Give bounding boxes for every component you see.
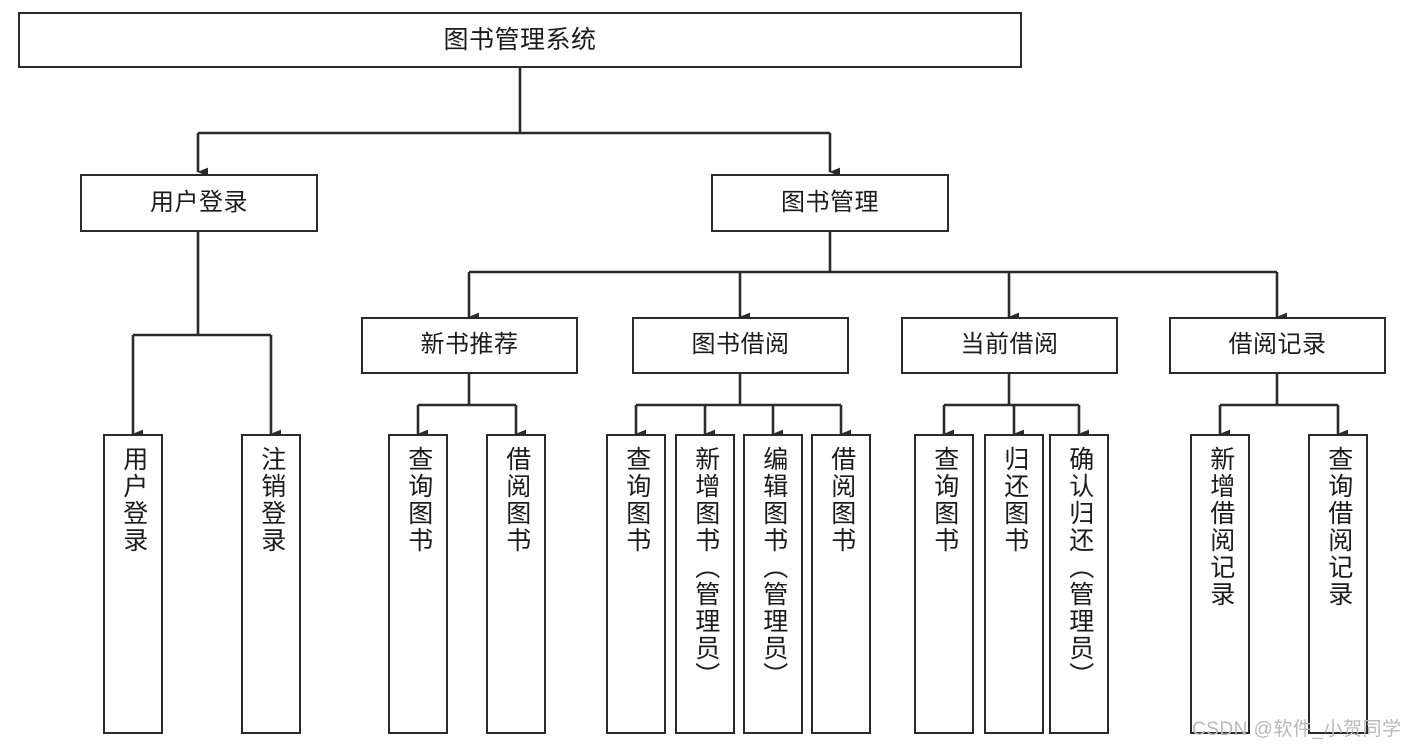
node-label: 新增借阅记录: [1206, 446, 1235, 608]
leaf-current-borrow-confirm-admin[interactable]: 确认归还（管理员）: [1049, 434, 1109, 734]
node-current-borrow[interactable]: 当前借阅: [901, 317, 1118, 374]
leaf-new-book-query[interactable]: 查询图书: [388, 434, 448, 734]
leaf-book-borrow-add-admin[interactable]: 新增图书（管理员）: [675, 434, 735, 734]
node-borrow-record[interactable]: 借阅记录: [1169, 317, 1386, 374]
node-label: 借阅图书: [502, 446, 531, 554]
leaf-borrow-record-add[interactable]: 新增借阅记录: [1190, 434, 1250, 734]
node-label: 查询图书: [404, 446, 433, 554]
node-label: 编辑图书（管理员）: [759, 446, 788, 689]
leaf-current-borrow-return[interactable]: 归还图书: [984, 434, 1044, 734]
node-label: 新增图书（管理员）: [691, 446, 720, 689]
node-label: 图书管理系统: [443, 26, 597, 54]
node-label: 查询借阅记录: [1324, 446, 1353, 608]
watermark-text: CSDN @软件_小贺同学: [1192, 719, 1402, 740]
node-new-book-recommend[interactable]: 新书推荐: [361, 317, 578, 374]
node-label: 图书借阅: [691, 331, 790, 359]
node-label: 新书推荐: [420, 331, 519, 359]
leaf-current-borrow-query[interactable]: 查询图书: [914, 434, 974, 734]
leaf-book-borrow-borrow[interactable]: 借阅图书: [811, 434, 871, 734]
leaf-user-login-login[interactable]: 用户登录: [103, 434, 163, 734]
node-label: 用户登录: [119, 446, 148, 554]
node-label: 查询图书: [622, 446, 651, 554]
node-label: 注销登录: [257, 446, 286, 554]
node-label: 借阅图书: [827, 446, 856, 554]
node-label: 确认归还（管理员）: [1065, 446, 1094, 689]
node-label: 归还图书: [1000, 446, 1029, 554]
node-root-book-management-system[interactable]: 图书管理系统: [18, 12, 1022, 68]
leaf-user-login-logout[interactable]: 注销登录: [241, 434, 301, 734]
node-user-login[interactable]: 用户登录: [80, 174, 318, 232]
node-label: 借阅记录: [1228, 331, 1327, 359]
node-label: 查询图书: [930, 446, 959, 554]
node-book-borrow[interactable]: 图书借阅: [632, 317, 849, 374]
node-label: 当前借阅: [960, 331, 1059, 359]
leaf-borrow-record-query[interactable]: 查询借阅记录: [1308, 434, 1368, 734]
leaf-book-borrow-query[interactable]: 查询图书: [606, 434, 666, 734]
leaf-book-borrow-edit-admin[interactable]: 编辑图书（管理员）: [743, 434, 803, 734]
node-book-management[interactable]: 图书管理: [711, 174, 949, 232]
node-label: 图书管理: [781, 188, 879, 216]
node-label: 用户登录: [150, 188, 248, 216]
leaf-new-book-borrow[interactable]: 借阅图书: [486, 434, 546, 734]
